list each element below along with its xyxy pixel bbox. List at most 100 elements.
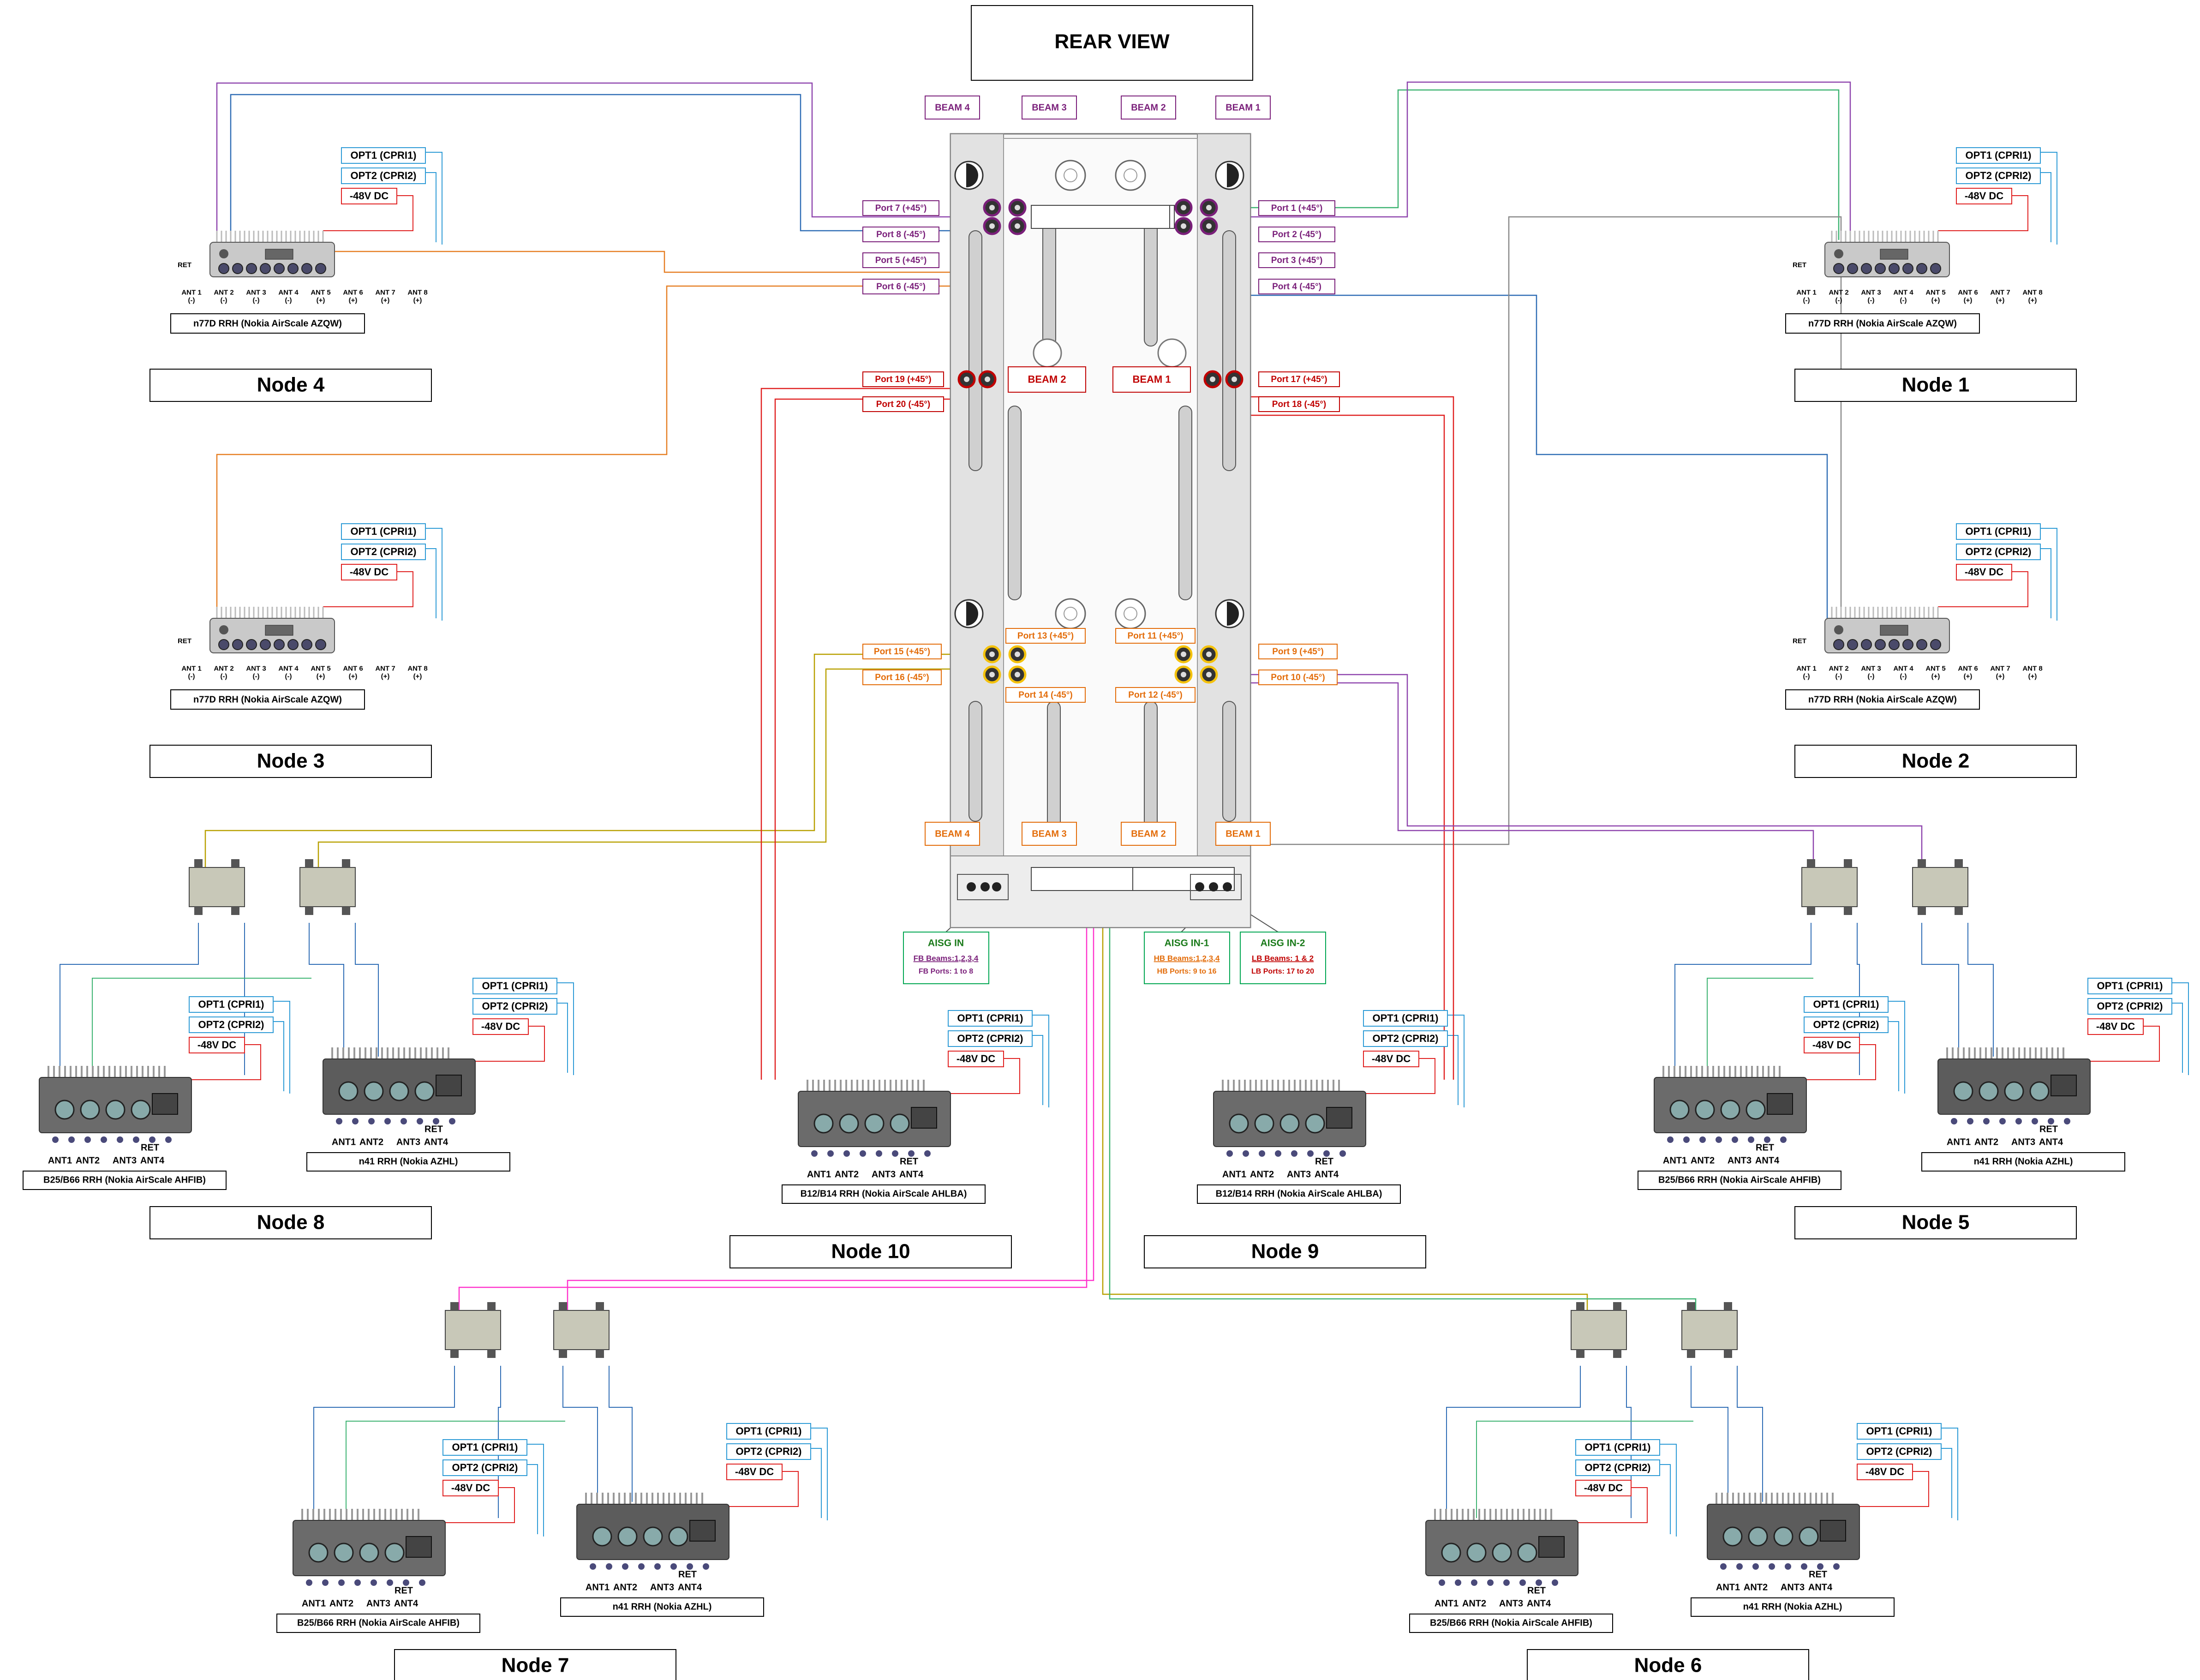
cable bbox=[2040, 528, 2057, 621]
rrh-connector bbox=[689, 1520, 716, 1542]
ant-port-label: ANT1 bbox=[48, 1155, 72, 1166]
dc-label-frame bbox=[726, 1464, 783, 1480]
ant-port-pin bbox=[590, 1563, 596, 1570]
ant-port bbox=[232, 639, 243, 650]
opt1-label: OPT1 (CPRI1) bbox=[198, 998, 264, 1010]
beam-label-bottom-frame bbox=[1215, 822, 1271, 846]
ant-port bbox=[287, 639, 299, 650]
node-n7-title: Node 7 bbox=[502, 1654, 569, 1677]
aisg-beams: FB Beams:1,2,3,4 bbox=[914, 954, 979, 963]
ant-port-pin bbox=[687, 1563, 693, 1570]
ant-port bbox=[1773, 1526, 1793, 1547]
port-label-frame bbox=[1115, 687, 1196, 703]
opt2-label: OPT2 (CPRI2) bbox=[735, 1446, 801, 1457]
opt2-label-frame bbox=[341, 544, 426, 560]
cable bbox=[1032, 1015, 1049, 1107]
ant-port-pin bbox=[322, 1579, 329, 1586]
ret-port bbox=[1834, 625, 1843, 634]
ant-port-pin bbox=[306, 1579, 312, 1586]
port-label: Port 5 (+45°) bbox=[875, 256, 927, 265]
cable bbox=[425, 172, 436, 242]
rrh-model-label: B25/B66 RRH (Nokia AirScale AHFIB) bbox=[43, 1175, 206, 1185]
ant-port-pin bbox=[670, 1563, 677, 1570]
cable bbox=[1476, 1421, 1693, 1518]
ant-port bbox=[2004, 1081, 2024, 1101]
beam-label-mid: BEAM 2 bbox=[1028, 373, 1066, 385]
dc-label: -48V DC bbox=[350, 566, 389, 578]
panel-slot bbox=[1144, 701, 1158, 840]
ant-port-pin bbox=[843, 1150, 850, 1157]
port-connector-pin bbox=[1015, 672, 1020, 677]
panel-slot bbox=[968, 701, 982, 822]
node-frame bbox=[1527, 1649, 1809, 1680]
ant-port-label: ANT 1(-) bbox=[181, 664, 201, 680]
opt1-label: OPT1 (CPRI1) bbox=[735, 1425, 801, 1437]
beam-label-top-frame bbox=[1022, 96, 1077, 120]
combiner-port bbox=[231, 859, 239, 867]
opt1-label: OPT1 (CPRI1) bbox=[957, 1012, 1023, 1024]
port-label-frame bbox=[1258, 200, 1335, 216]
cable bbox=[1921, 923, 1959, 1057]
ant-port-label: ANT1 bbox=[807, 1169, 831, 1179]
node-frame bbox=[729, 1235, 1012, 1268]
cable bbox=[1218, 674, 1923, 867]
ant-port-pin bbox=[606, 1563, 612, 1570]
cable bbox=[92, 978, 311, 1075]
panel-slot bbox=[968, 230, 982, 471]
ant-port bbox=[1799, 1526, 1819, 1547]
dc-label: -48V DC bbox=[2096, 1021, 2135, 1032]
ant-port bbox=[54, 1100, 75, 1120]
cable bbox=[557, 1003, 568, 1073]
combiner-port bbox=[596, 1350, 604, 1358]
panel-bottom-plate bbox=[950, 855, 1251, 928]
ant-port bbox=[1889, 263, 1900, 274]
cable bbox=[346, 1421, 565, 1518]
aisg-box bbox=[903, 932, 989, 984]
opt2-label: OPT2 (CPRI2) bbox=[350, 170, 416, 181]
port-label-frame bbox=[1258, 670, 1338, 685]
ant-port bbox=[301, 263, 312, 274]
panel-slot bbox=[1222, 701, 1236, 822]
rrh-model-label: n41 RRH (Nokia AZHL) bbox=[359, 1156, 458, 1166]
cable bbox=[2172, 1003, 2183, 1073]
cable bbox=[557, 982, 574, 1075]
rrh-connector bbox=[2051, 1075, 2077, 1096]
hybrid-combiner bbox=[445, 1310, 501, 1350]
opt1-label-frame bbox=[2087, 978, 2172, 994]
opt1-label-frame bbox=[948, 1010, 1033, 1027]
opt2-label-frame bbox=[948, 1030, 1033, 1047]
ret-label: RET bbox=[1756, 1142, 1774, 1153]
ant-port bbox=[1492, 1542, 1512, 1563]
ant-port bbox=[218, 263, 229, 274]
model-frame bbox=[276, 1614, 480, 1633]
ant-port-pin bbox=[336, 1118, 342, 1124]
node-frame bbox=[149, 745, 432, 778]
dc-label-frame bbox=[341, 564, 397, 580]
ant-port bbox=[105, 1100, 126, 1120]
aisg-connector bbox=[992, 882, 1001, 891]
ant-port-label: ANT 6(+) bbox=[1958, 288, 1978, 304]
ant-port-label: ANT4 bbox=[424, 1137, 448, 1147]
opt2-label: OPT2 (CPRI2) bbox=[1866, 1446, 1932, 1457]
dc-label: -48V DC bbox=[1812, 1039, 1851, 1051]
beam-label-top: BEAM 2 bbox=[1131, 102, 1166, 113]
ant-port-label: ANT2 bbox=[613, 1582, 637, 1592]
ant-port-label: ANT2 bbox=[1691, 1155, 1715, 1166]
ant-port-pin bbox=[1683, 1136, 1690, 1143]
combiner-port bbox=[450, 1350, 459, 1358]
bracket bbox=[1031, 205, 1170, 229]
aisg-ports: FB Ports: 1 to 8 bbox=[919, 968, 973, 975]
cable bbox=[355, 923, 379, 1057]
ant-port-label: ANT 6(+) bbox=[343, 664, 363, 680]
cable bbox=[1447, 1015, 1465, 1107]
node-frame bbox=[1794, 745, 2077, 778]
combiner-port bbox=[596, 1302, 604, 1310]
ant-port-label: ANT2 bbox=[76, 1155, 100, 1166]
opt2-label-frame bbox=[442, 1459, 527, 1476]
ant-port-pin bbox=[1243, 1150, 1249, 1157]
ant-port-pin bbox=[68, 1136, 75, 1143]
ant-port-label: ANT 7(+) bbox=[1990, 664, 2010, 680]
ant-port bbox=[1847, 263, 1858, 274]
cable bbox=[313, 1366, 455, 1518]
port-label-frame bbox=[1005, 628, 1086, 644]
